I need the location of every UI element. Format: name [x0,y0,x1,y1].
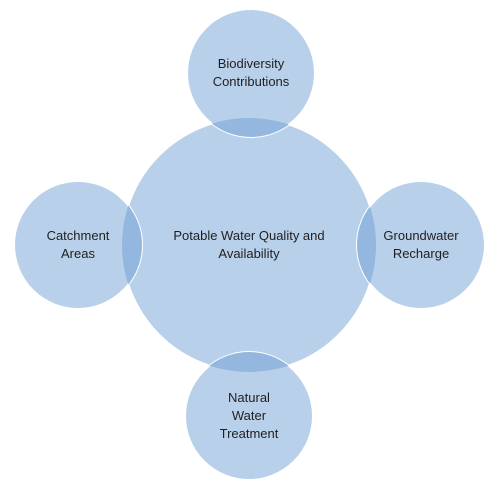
right-label: Groundwater Recharge [383,228,459,261]
bottom-label: Natural Water Treatment [219,390,279,441]
left-label: Catchment Areas [46,228,110,261]
center-label: Potable Water Quality and Availability [173,228,325,261]
top-label: Biodiversity Contributions [212,56,290,89]
